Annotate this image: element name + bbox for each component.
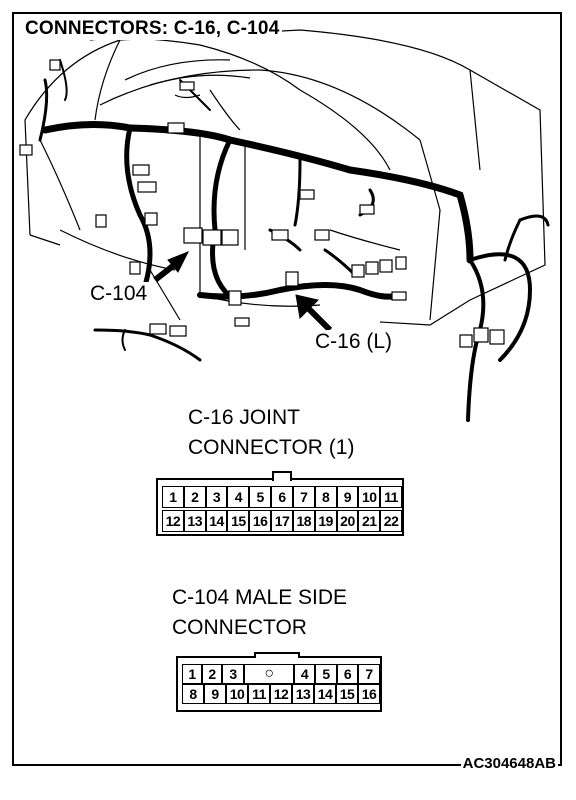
connector-pin: 7 — [358, 664, 380, 684]
callout-c16: C-16 (L) — [313, 330, 395, 354]
connector-pin: 14 — [205, 510, 228, 532]
connector-pin: 21 — [358, 510, 381, 532]
connector-pin: 19 — [314, 510, 337, 532]
connector-pin: 14 — [314, 684, 336, 704]
figure-code: AC304648AB — [460, 755, 558, 772]
connector-pin: 16 — [249, 510, 272, 532]
page-title: CONNECTORS: C-16, C-104 — [22, 18, 283, 40]
c16-heading-line1: C-16 JOINT — [188, 406, 301, 429]
connector-pin: 8 — [182, 684, 204, 704]
connector-pin: 6 — [337, 664, 358, 684]
connector-pin: 10 — [226, 684, 248, 704]
connector-pin: 13 — [292, 684, 314, 704]
dashboard-outline — [24, 29, 546, 326]
connector-pin: 3 — [205, 486, 228, 508]
connector-pin: 15 — [336, 684, 358, 704]
connector-pin: 6 — [271, 486, 293, 508]
connector-pin: 15 — [227, 510, 250, 532]
connector-pin: 20 — [336, 510, 359, 532]
harness-connectors — [19, 59, 505, 348]
c104-heading: C-104 MALE SIDE CONNECTOR — [172, 583, 347, 643]
connector-pin: 13 — [183, 510, 206, 532]
c104-connector-latch — [254, 652, 300, 658]
c16-heading-line2: CONNECTOR (1) — [188, 436, 355, 459]
connector-pin: 2 — [183, 486, 206, 508]
connector-pin: 7 — [292, 486, 315, 508]
pointer-arrows — [153, 251, 333, 333]
callout-c104: C-104 — [88, 282, 150, 306]
connector-pin: 1 — [182, 664, 202, 684]
connector-pin: 18 — [292, 510, 315, 532]
connector-pin: ○ — [244, 664, 294, 684]
connector-pin: 16 — [358, 684, 380, 704]
connector-pin: 8 — [314, 486, 337, 508]
connector-pin: 1 — [162, 486, 184, 508]
connector-pin: 4 — [294, 664, 315, 684]
c104-heading-line2: CONNECTOR — [172, 616, 307, 639]
figure-frame — [12, 12, 562, 766]
connector-pin: 17 — [271, 510, 293, 532]
connector-pin: 5 — [249, 486, 272, 508]
c16-connector-latch — [272, 471, 292, 481]
connector-pin: 5 — [315, 664, 337, 684]
connector-pin: 9 — [204, 684, 226, 704]
c16-heading: C-16 JOINT CONNECTOR (1) — [188, 403, 354, 463]
connector-pin: 12 — [270, 684, 292, 704]
connector-pin: 3 — [222, 664, 244, 684]
c104-heading-line1: C-104 MALE SIDE — [172, 586, 348, 609]
connector-pin: 11 — [248, 684, 270, 704]
connector-pin: 22 — [380, 510, 402, 532]
connector-pin: 2 — [202, 664, 222, 684]
connector-pin: 9 — [336, 486, 359, 508]
harness-wires — [38, 59, 550, 422]
connector-pin: 11 — [380, 486, 402, 508]
connector-pin: 4 — [227, 486, 250, 508]
connector-pin: 12 — [162, 510, 184, 532]
connector-pin: 10 — [358, 486, 381, 508]
